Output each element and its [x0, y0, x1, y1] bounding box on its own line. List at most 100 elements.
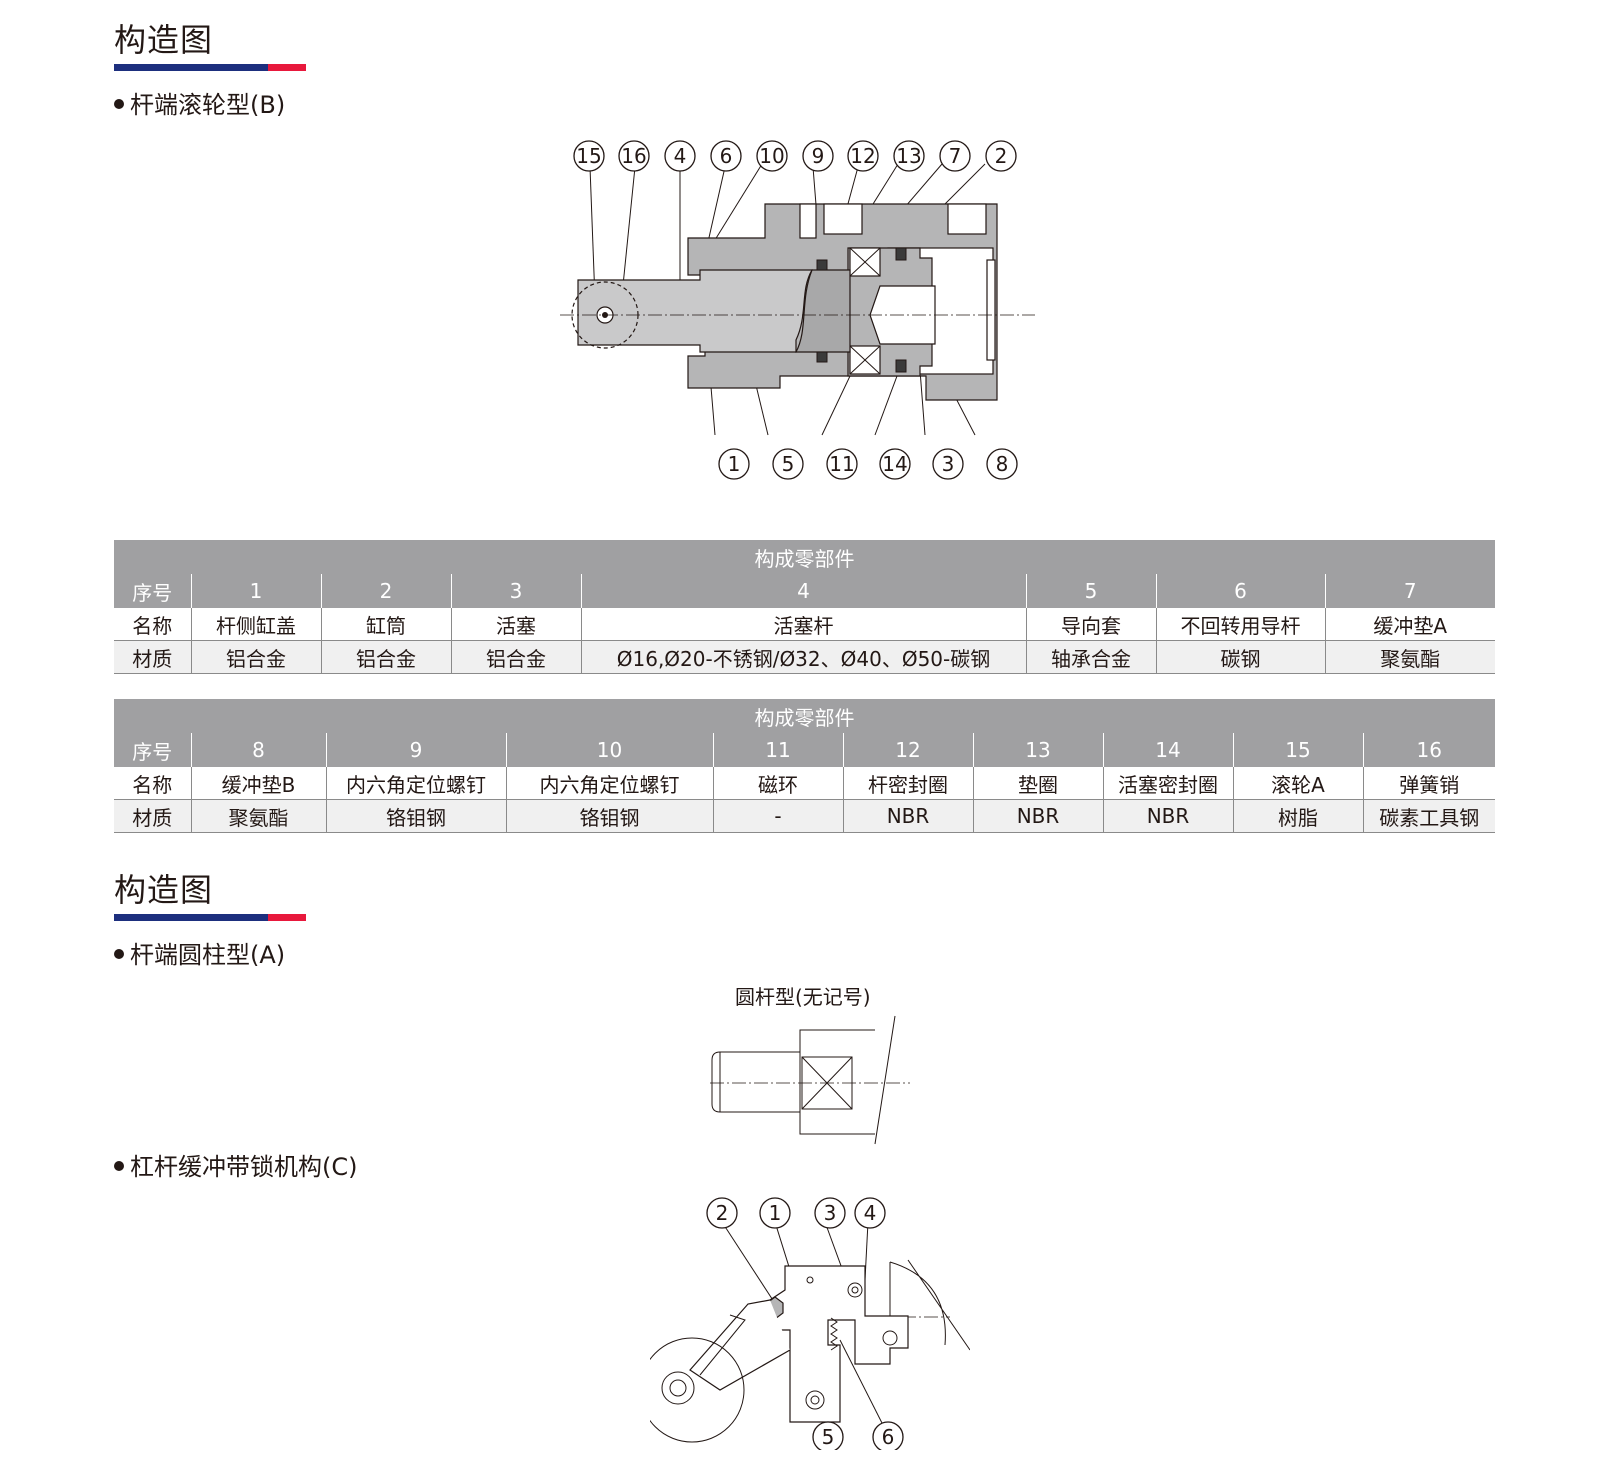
part-name: 磁环 — [712, 767, 843, 800]
svg-text:2: 2 — [716, 1201, 729, 1225]
part-no: 8 — [190, 733, 326, 767]
section-title-underline-2 — [114, 914, 306, 921]
part-material: 碳素工具钢 — [1362, 799, 1495, 833]
figure-round-rod — [700, 1012, 920, 1152]
svg-text:15: 15 — [576, 144, 601, 168]
section-title-structure-2: 构造图 — [114, 871, 214, 909]
callout-13: 13 — [893, 140, 925, 172]
part-name: 缓冲垫A — [1324, 608, 1495, 641]
svg-text:4: 4 — [864, 1201, 877, 1225]
callout-c-1: 1 — [759, 1197, 791, 1229]
callout-16: 16 — [618, 140, 650, 172]
callout-9: 9 — [802, 140, 834, 172]
table-2-header: 构成零部件 — [114, 699, 1495, 733]
subtitle-roller-type: 杆端滚轮型(B) — [114, 90, 285, 120]
part-material: NBR — [1102, 799, 1233, 833]
part-name: 缓冲垫B — [190, 767, 326, 800]
svg-text:1: 1 — [769, 1201, 782, 1225]
parts-table-2: 构成零部件 序号 8 9 10 11 12 13 14 15 16 名称 缓冲垫… — [114, 699, 1495, 833]
part-material: NBR — [842, 799, 973, 833]
figure-caption-round-rod: 圆杆型(无记号) — [735, 985, 871, 1009]
part-no: 6 — [1155, 574, 1325, 608]
section-title-underline — [114, 64, 306, 71]
part-name: 杆侧缸盖 — [190, 608, 321, 641]
subtitle-roller-type-text: 杆端滚轮型(B) — [130, 91, 286, 119]
callout-1: 1 — [718, 448, 750, 480]
section-title-structure: 构造图 — [114, 21, 214, 59]
part-material: 铝合金 — [190, 640, 321, 674]
callout-15: 15 — [573, 140, 605, 172]
svg-text:4: 4 — [674, 144, 687, 168]
row-label-name: 名称 — [114, 767, 191, 800]
part-no: 9 — [325, 733, 506, 767]
callout-6: 6 — [710, 140, 742, 172]
callout-12: 12 — [847, 140, 879, 172]
callout-c-4: 4 — [854, 1197, 886, 1229]
svg-text:8: 8 — [996, 452, 1009, 476]
callout-5: 5 — [772, 448, 804, 480]
callout-2: 2 — [985, 140, 1017, 172]
subtitle-cylinder-end-type-text: 杆端圆柱型(A) — [130, 941, 286, 969]
subtitle-lever-cushion-lock: 杠杆缓冲带锁机构(C) — [114, 1152, 357, 1182]
svg-text:11: 11 — [829, 452, 854, 476]
part-no: 15 — [1232, 733, 1363, 767]
svg-text:14: 14 — [882, 452, 907, 476]
part-material: 轴承合金 — [1025, 640, 1156, 674]
row-label-no: 序号 — [114, 574, 191, 608]
callout-c-5: 5 — [812, 1421, 844, 1450]
part-no: 3 — [450, 574, 581, 608]
part-material: 聚氨酯 — [190, 799, 326, 833]
part-name: 活塞 — [450, 608, 581, 641]
part-material: 碳钢 — [1155, 640, 1325, 674]
callout-c-3: 3 — [814, 1197, 846, 1229]
svg-text:6: 6 — [720, 144, 733, 168]
callout-8: 8 — [986, 448, 1018, 480]
svg-text:9: 9 — [812, 144, 825, 168]
svg-text:5: 5 — [782, 452, 795, 476]
row-label-material: 材质 — [114, 799, 191, 833]
part-no: 13 — [972, 733, 1103, 767]
part-no: 1 — [190, 574, 321, 608]
svg-text:10: 10 — [759, 144, 784, 168]
part-name: 滚轮A — [1232, 767, 1363, 800]
subtitle-lever-cushion-lock-text: 杠杆缓冲带锁机构(C) — [130, 1153, 358, 1181]
part-no: 5 — [1025, 574, 1156, 608]
part-name: 不回转用导杆 — [1155, 608, 1325, 641]
callout-3: 3 — [932, 448, 964, 480]
part-material: 聚氨酯 — [1324, 640, 1495, 674]
part-no: 14 — [1102, 733, 1233, 767]
part-material: 铬钼钢 — [505, 799, 713, 833]
figure-lever-cushion-lock — [650, 1200, 970, 1460]
row-label-material: 材质 — [114, 640, 191, 674]
subtitle-cylinder-end-type: 杆端圆柱型(A) — [114, 940, 285, 970]
part-no: 11 — [712, 733, 843, 767]
row-label-no: 序号 — [114, 733, 191, 767]
callouts-lever-lock: 2 1 3 4 5 6 — [706, 1197, 904, 1450]
part-material: NBR — [972, 799, 1103, 833]
part-material: 树脂 — [1232, 799, 1363, 833]
part-material: 铬钼钢 — [325, 799, 506, 833]
part-no: 12 — [842, 733, 973, 767]
callout-c-2: 2 — [706, 1197, 738, 1229]
callout-7: 7 — [939, 140, 971, 172]
svg-text:5: 5 — [822, 1425, 835, 1449]
part-name: 缸筒 — [320, 608, 451, 641]
svg-text:3: 3 — [824, 1201, 837, 1225]
callout-10: 10 — [756, 140, 788, 172]
svg-text:13: 13 — [896, 144, 921, 168]
part-no: 2 — [320, 574, 451, 608]
part-no: 7 — [1324, 574, 1495, 608]
part-no: 10 — [505, 733, 713, 767]
callouts-roller-type: 15 16 4 6 10 9 12 13 7 2 1 5 11 14 3 8 — [573, 140, 1018, 480]
part-name: 杆密封圈 — [842, 767, 973, 800]
part-name: 内六角定位螺钉 — [505, 767, 713, 800]
svg-text:7: 7 — [949, 144, 962, 168]
part-material: Ø16,Ø20-不锈钢/Ø32、Ø40、Ø50-碳钢 — [580, 640, 1026, 674]
callout-4: 4 — [664, 140, 696, 172]
part-name: 活塞杆 — [580, 608, 1026, 641]
part-no: 4 — [580, 574, 1026, 608]
callout-c-6: 6 — [872, 1421, 904, 1450]
row-label-name: 名称 — [114, 608, 191, 641]
part-material: 铝合金 — [450, 640, 581, 674]
figure-roller-type-b — [560, 130, 1040, 490]
